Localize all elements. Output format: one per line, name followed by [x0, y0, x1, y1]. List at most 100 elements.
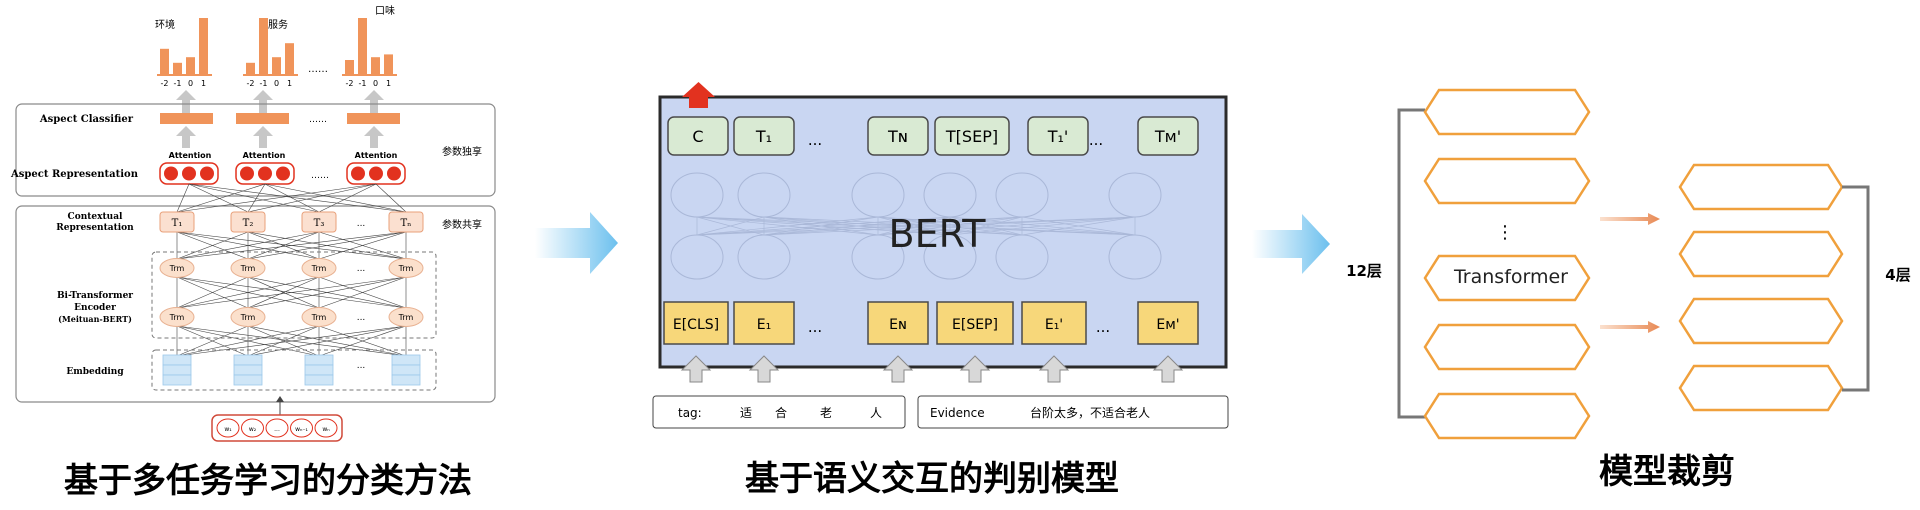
bert-top-token: C — [692, 127, 703, 146]
bert-faint-line — [1021, 216, 1136, 236]
bert-bottom-token: Eᴍ' — [1156, 317, 1179, 333]
tag-char-4: 人 — [870, 406, 882, 420]
t-token-3: T₃ — [314, 218, 325, 229]
param-shared-label: 参数共享 — [442, 218, 482, 231]
connection-line — [247, 183, 377, 213]
transformer-layer — [1423, 88, 1591, 136]
connection-line — [247, 231, 320, 260]
input-word-node — [314, 418, 338, 438]
connection-line — [188, 183, 249, 213]
t-token-box-1 — [159, 211, 195, 233]
bert-faint-line — [763, 216, 1136, 236]
bert-faint-line — [763, 216, 1023, 236]
trm-node — [388, 258, 424, 278]
bert-top-token-box — [867, 116, 929, 156]
connection-line — [176, 231, 249, 260]
connection-line — [318, 183, 377, 213]
tag-char-1: 适 — [740, 406, 752, 420]
aspect-classifier-label: Aspect Classifier — [39, 114, 134, 125]
connection-lines — [176, 183, 407, 357]
attention-node — [351, 166, 365, 181]
connection-line — [264, 183, 320, 213]
aspect-label-service: 服务 — [268, 18, 288, 31]
classifier-bar-2 — [236, 113, 289, 124]
trm-node — [159, 258, 195, 278]
t-token-1: T₁ — [172, 218, 183, 229]
aspect-tick-label: -2 — [247, 79, 255, 88]
bert-top-token-box — [733, 116, 795, 156]
aspect-bar — [371, 57, 380, 74]
aspect-bar — [272, 57, 281, 74]
input-word-node — [265, 418, 289, 438]
aspect-bar — [358, 18, 367, 74]
embedding-cell — [233, 354, 263, 366]
right-transformer-stack — [1678, 163, 1844, 412]
connection-line — [318, 276, 407, 309]
aspect-tick-label: 1 — [287, 79, 292, 88]
pruned-transformer-layer — [1678, 163, 1844, 211]
flow-arrow-1 — [535, 212, 618, 274]
bert-input-arrow — [680, 355, 712, 383]
tag-box — [652, 395, 906, 429]
evidence-box — [917, 395, 1229, 429]
trm-label: Trm — [169, 313, 185, 322]
connection-line — [247, 183, 266, 213]
caption-multitask: 基于多任务学习的分类方法 — [64, 461, 472, 501]
connection-line — [176, 325, 407, 357]
bert-faint-line — [877, 216, 1136, 236]
trm-label: Trm — [169, 264, 185, 273]
embedding-dashed-box — [151, 349, 437, 391]
private-params-box — [15, 103, 496, 197]
aspect-bar — [173, 62, 182, 74]
param-private-label: 参数独享 — [442, 145, 482, 158]
embedding-cell — [391, 374, 421, 386]
bert-bottom-token-box — [936, 301, 1014, 345]
aspect-bar — [186, 57, 195, 74]
t-token-box-n — [388, 211, 424, 233]
tag-char-3: 老 — [820, 406, 832, 420]
aspect-bar — [384, 54, 393, 74]
left-transformer-stack — [1423, 88, 1591, 440]
pruned-transformer-layer — [1678, 364, 1844, 412]
transformer-layer — [1423, 157, 1591, 205]
bi-transformer-label-3: (Meituan-BERT) — [58, 314, 132, 324]
input-word: wₙ₋₁ — [295, 426, 308, 433]
attention-node — [164, 166, 178, 181]
aspect-tick-label: -1 — [359, 79, 367, 88]
bert-faint-line — [696, 216, 1023, 236]
prune-arrow-1 — [1600, 213, 1660, 225]
connection-line — [247, 276, 320, 309]
embedding-cell — [391, 354, 421, 366]
pruned-transformer-layer — [1678, 297, 1844, 345]
layers-left-label: 12层 — [1346, 262, 1382, 280]
trm-label: Trm — [398, 313, 414, 322]
trm-node — [230, 307, 266, 327]
contextual-label-1: Contextual — [68, 212, 123, 222]
bert-faint-line — [949, 216, 1136, 236]
aspect-tick-label: -2 — [161, 79, 169, 88]
t-token-row: T₁ T₂ T₃ Tₙ ... — [159, 211, 424, 233]
bi-transformer-label-2: Encoder — [74, 303, 116, 313]
embedding-cells — [162, 354, 421, 386]
attention-label-2: Attention — [243, 151, 286, 160]
bert-faint-network — [670, 172, 1162, 280]
bert-input-arrow — [959, 355, 991, 383]
aspect-bar — [199, 18, 208, 74]
caption-pruning: 模型裁剪 — [1599, 452, 1735, 492]
input-words-box — [211, 414, 343, 442]
bert-top-token-box — [667, 116, 729, 156]
bars-ellipsis: …… — [308, 64, 328, 75]
bert-top-token-box — [1027, 116, 1089, 156]
flow-arrow-2 — [1252, 214, 1330, 274]
embedding-cell — [162, 374, 192, 386]
trm-node — [301, 307, 337, 327]
aspect-bar — [285, 43, 294, 74]
connection-line — [247, 231, 407, 260]
aspect-tick-label: 0 — [274, 79, 279, 88]
aspect-tick-label: -1 — [174, 79, 182, 88]
